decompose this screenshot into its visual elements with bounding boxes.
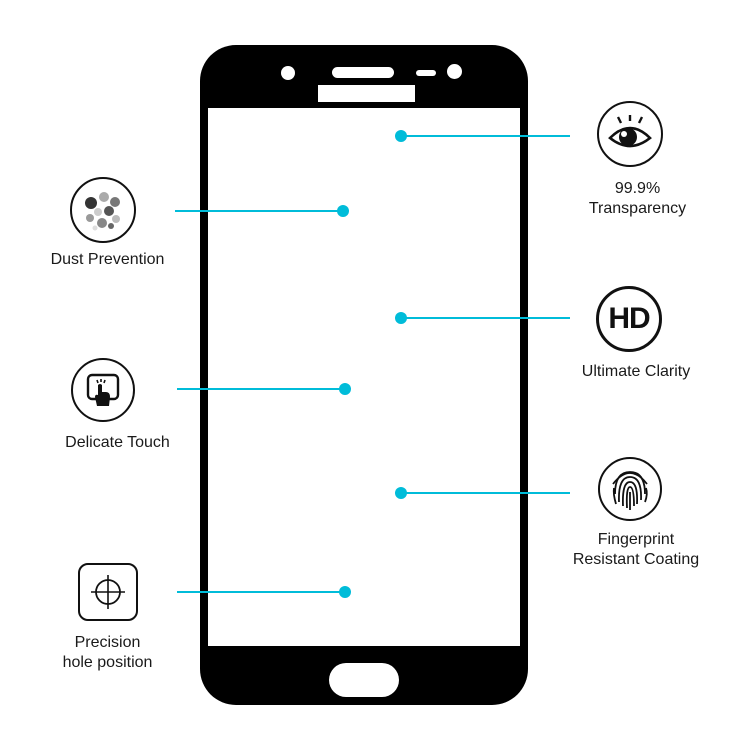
fingerprint-label: Fingerprint Resistant Coating	[572, 531, 700, 568]
eye-icon	[597, 101, 663, 167]
hd-badge: HD	[608, 302, 650, 335]
leader-dot-clarity	[395, 312, 407, 324]
leader-line-clarity	[401, 317, 570, 319]
light-sensor	[447, 64, 462, 79]
front-camera	[281, 66, 295, 80]
earpiece-speaker	[332, 67, 394, 78]
phone-frame	[200, 45, 528, 705]
leader-dot-precision	[339, 586, 351, 598]
home-button	[329, 663, 399, 697]
leader-dot-dust	[337, 205, 349, 217]
leader-line-dust	[175, 210, 343, 212]
leader-dot-fingerprint	[395, 487, 407, 499]
leader-line-precision	[177, 591, 345, 593]
clarity-label: Ultimate Clarity	[581, 363, 691, 380]
touch-icon	[71, 358, 135, 422]
top-cutout	[318, 85, 415, 102]
crosshair-icon	[78, 563, 138, 621]
transparency-label: 99.9% Transparency	[588, 180, 687, 217]
fingerprint-icon	[598, 457, 662, 521]
dust-icon	[70, 177, 136, 243]
phone-screen	[208, 108, 520, 646]
touch-label: Delicate Touch	[65, 434, 170, 451]
leader-dot-transparency	[395, 130, 407, 142]
hd-icon: HD	[596, 286, 662, 352]
leader-dot-touch	[339, 383, 351, 395]
leader-line-transparency	[401, 135, 570, 137]
leader-line-touch	[177, 388, 345, 390]
precision-label: Precision hole position	[62, 634, 153, 671]
proximity-sensor	[416, 70, 436, 76]
dust-label: Dust Prevention	[50, 251, 165, 268]
leader-line-fingerprint	[401, 492, 570, 494]
